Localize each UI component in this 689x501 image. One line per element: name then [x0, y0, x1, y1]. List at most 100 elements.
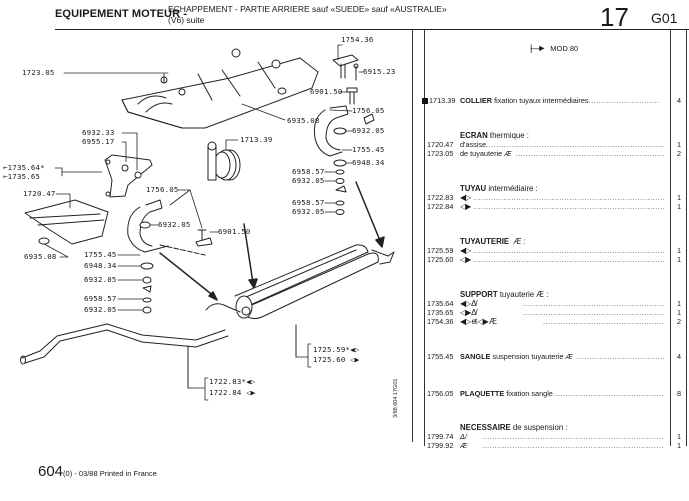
- leader-dots: [589, 97, 659, 106]
- qty-column-border: [670, 30, 672, 446]
- intermediate-pipe: [20, 323, 229, 389]
- callout-label: 1756.05: [352, 106, 385, 115]
- part-desc: de tuyauterie: [460, 149, 503, 158]
- parts-row[interactable]: 1722.83 ◀▷: [427, 193, 664, 203]
- strap-1755-45-right: [314, 105, 349, 157]
- side-symbol-icon: ◁▶: [460, 255, 471, 264]
- footer-print-info: - 03/88 Printed in France: [72, 469, 157, 478]
- callout-label: 1754.36: [341, 35, 374, 44]
- part-ref: 1799.92: [427, 441, 454, 450]
- leader-dots: [482, 433, 664, 442]
- footer-variant: (0): [63, 469, 73, 478]
- rear-muffler: [205, 244, 395, 358]
- vertical-doc-code: 3/88 604 17G01: [393, 378, 399, 418]
- part-ref: 1735.65: [427, 308, 454, 317]
- callout-label: 6958.57: [292, 167, 325, 176]
- part-qty: 1: [677, 140, 682, 149]
- part-name: COLLIER: [460, 96, 493, 105]
- callout-label: 1725.60 ◁▶: [313, 355, 360, 364]
- parts-row[interactable]: 1720.47 d'assise: [427, 140, 664, 150]
- side-symbol-icon: ◀▷ et ◁▶ Æ: [460, 317, 497, 326]
- parts-row[interactable]: 1722.84 ◁▶: [427, 202, 664, 212]
- part-qty: 1: [677, 255, 682, 264]
- leader-dots: [473, 256, 664, 265]
- plaque-1756-05: [363, 113, 375, 125]
- group-heading: ECRAN thermique :: [460, 131, 529, 140]
- part-ref: 1735.64: [427, 299, 454, 308]
- part-desc: fixation tuyaux intermédiaires: [494, 96, 589, 105]
- subtitle-line-1: ECHAPPEMENT - PARTIE ARRIERE sauf «SUEDE…: [168, 4, 447, 14]
- part-qty: 4: [677, 352, 682, 361]
- parts-row[interactable]: 1754.36 ◀▷ et ◁▶ Æ: [427, 317, 664, 327]
- part-qty: 1: [677, 246, 682, 255]
- part-qty: 1: [677, 193, 682, 202]
- callout-label: 6901.50: [310, 87, 343, 96]
- group-heading: NECESSAIRE de suspension :: [460, 423, 568, 432]
- part-name: SANGLE: [460, 352, 491, 361]
- parts-row[interactable]: 1735.65 ◁▶ Δ/: [427, 308, 664, 318]
- part-desc: d'assise: [460, 140, 487, 149]
- callout-label: 6958.57: [84, 294, 117, 303]
- model-note: |—►MOD 80: [530, 43, 578, 53]
- page-number: 17: [600, 2, 629, 32]
- part-qty: 4: [677, 96, 682, 105]
- parts-row[interactable]: 1735.64 ◀▷ Δ/: [427, 299, 664, 309]
- heat-shield-1720-47: [24, 199, 109, 245]
- callout-label: 6932.05: [352, 126, 385, 135]
- part-desc: suspension tuyauterie: [492, 352, 564, 361]
- part-qty: 8: [677, 389, 682, 398]
- bolt-6901-50-left: [195, 229, 213, 247]
- part-qty: 1: [677, 202, 682, 211]
- parts-row[interactable]: 1725.60 ◁▶: [427, 255, 664, 265]
- callout-label: 6935.08: [287, 116, 320, 125]
- part-ref: 1755.45: [427, 352, 454, 361]
- part-qty: 2: [677, 317, 682, 326]
- callout-label: 6932.05: [158, 220, 191, 229]
- parts-row[interactable]: 1725.59 ◀▷: [427, 246, 664, 256]
- leader-dots: [473, 194, 664, 203]
- callout-label: 1713.39: [240, 135, 273, 144]
- part-ref: 1713.39: [429, 96, 456, 105]
- callout-label: 1720.47: [23, 189, 56, 198]
- subtitle-line-2: (V6) suite: [168, 15, 205, 25]
- callout-label: 6948.34: [84, 261, 117, 270]
- square-bullet-icon: [422, 97, 428, 104]
- assembly-arrows: [159, 181, 385, 301]
- heat-shield-tunnel: [121, 48, 319, 129]
- callout-label: 1755.45: [352, 145, 385, 154]
- section-title: EQUIPEMENT MOTEUR -: [55, 8, 188, 20]
- side-symbol-icon: ◁▶: [460, 202, 471, 211]
- parts-row[interactable]: 1799.74 Δ/: [427, 432, 664, 442]
- part-ref: 1756.05: [427, 389, 454, 398]
- leader-dots: [577, 353, 664, 362]
- parts-row[interactable]: 1713.39 COLLIER fixation tuyaux interméd…: [422, 96, 659, 106]
- leader-dots: [473, 203, 664, 212]
- variant-symbol: Æ: [565, 352, 573, 361]
- callout-leaders: [43, 44, 364, 401]
- part-qty: 1: [677, 432, 682, 441]
- part-ref: 1723.05: [427, 149, 454, 158]
- part-qty: 1: [677, 308, 682, 317]
- bolt-6901-50: [346, 87, 358, 105]
- callout-label: 6948.34: [352, 158, 385, 167]
- leader-dots: [553, 390, 664, 399]
- callout-label: ⟜1735.64*: [3, 163, 45, 172]
- part-ref: 1720.47: [427, 140, 454, 149]
- part-ref: 1722.84: [427, 202, 454, 211]
- parts-row[interactable]: 1755.45 SANGLE suspension tuyauterie Æ: [427, 352, 664, 362]
- leader-dots: [516, 150, 664, 159]
- parts-row[interactable]: 1723.05 de tuyauterie Æ: [427, 149, 664, 159]
- leader-dots: [482, 442, 664, 451]
- callout-label: 1722.84 ◁▶: [209, 388, 256, 397]
- callout-label: 6901.50: [218, 227, 251, 236]
- callout-label: ⟜1735.65: [3, 172, 41, 181]
- callout-label: 1725.59*◀▷: [313, 345, 360, 354]
- parts-row[interactable]: 1756.05 PLAQUETTE fixation sangle: [427, 389, 664, 399]
- plate-code: G01: [651, 10, 678, 26]
- footer: 604(0) - 03/88 Printed in France: [38, 463, 157, 480]
- side-symbol-icon: ◀▷: [460, 193, 471, 202]
- support-bracket-1735-64: [104, 154, 153, 198]
- header-divider: [55, 29, 689, 30]
- parts-row[interactable]: 1799.92 Æ: [427, 441, 664, 451]
- callout-label: 6915.23: [363, 67, 396, 76]
